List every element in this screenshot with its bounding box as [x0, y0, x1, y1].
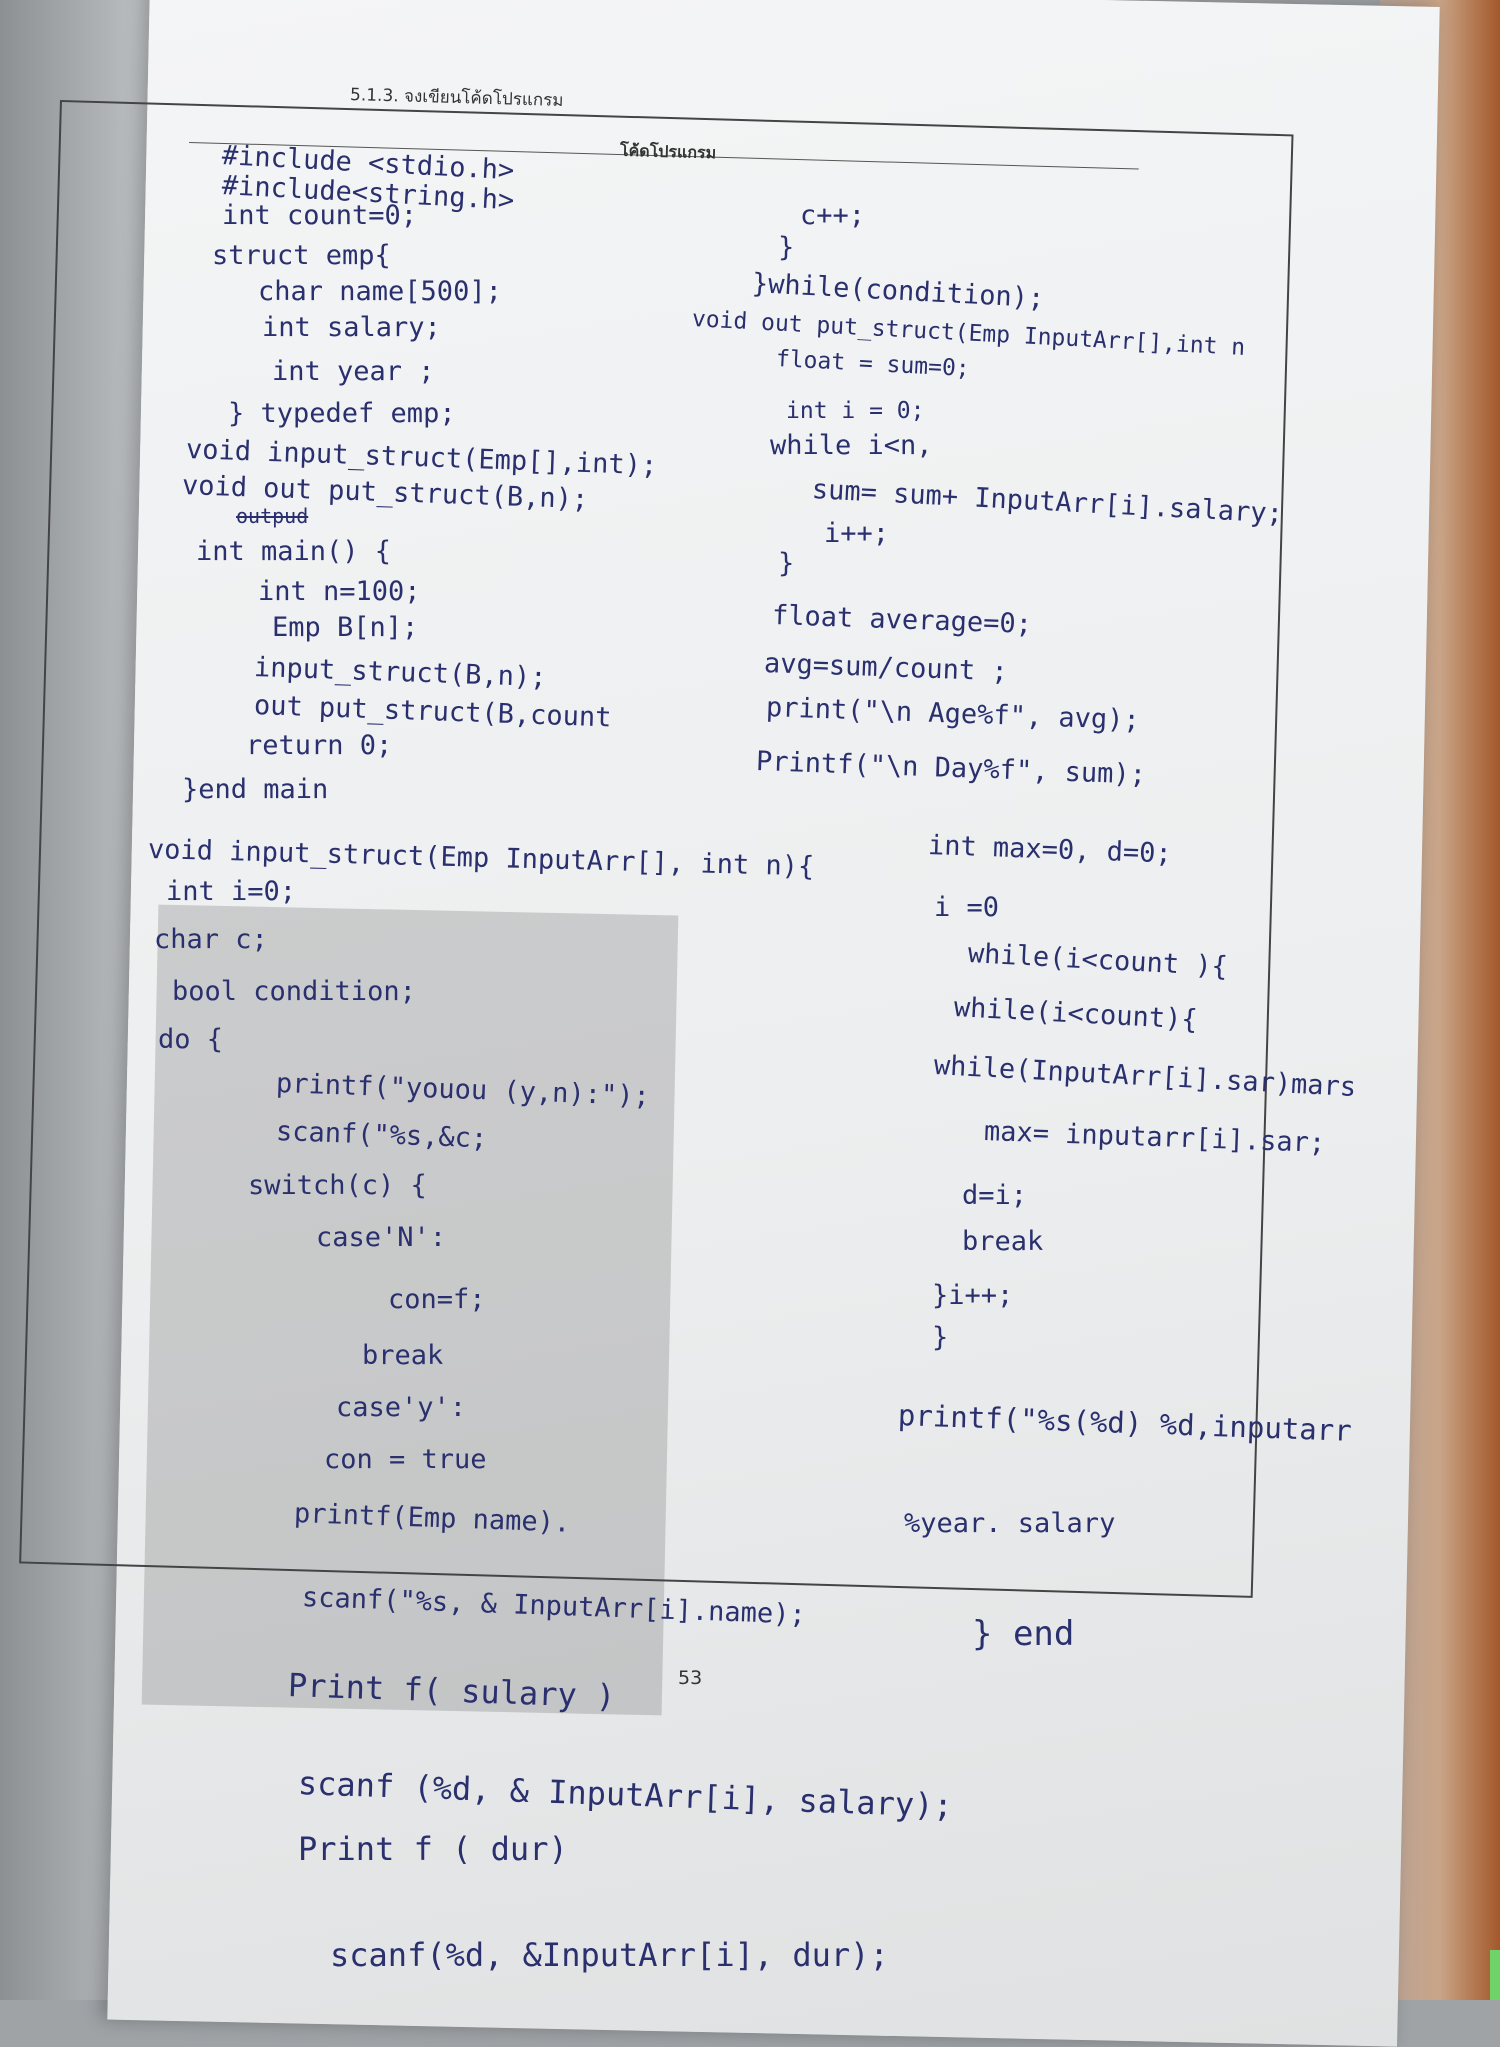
code-line: int main() {	[196, 536, 392, 567]
code-line: break	[962, 1226, 1044, 1257]
code-line: c++;	[800, 200, 866, 231]
code-line: Print f ( dur)	[298, 1830, 568, 1868]
code-line: %year. salary	[904, 1508, 1116, 1539]
code-line: Emp B[n];	[272, 612, 419, 643]
code-line: int n=100;	[258, 576, 421, 607]
code-line: int count=0;	[222, 200, 418, 231]
code-line: con=f;	[388, 1284, 486, 1315]
code-line: struct emp{	[212, 240, 391, 271]
code-line: i =0	[934, 892, 1000, 923]
code-line: break	[362, 1340, 444, 1371]
code-line: }i++;	[932, 1280, 1014, 1311]
crossed-out-word: outpud	[236, 504, 309, 528]
code-line: case'y':	[336, 1392, 467, 1423]
green-light-spot	[1490, 1950, 1500, 2000]
code-line: char name[500];	[258, 276, 502, 307]
code-line: scanf(%d, &InputArr[i], dur);	[330, 1936, 889, 1974]
code-line: i++;	[824, 518, 890, 549]
code-line: switch(c) {	[248, 1170, 427, 1201]
code-line: } typedef emp;	[228, 398, 456, 429]
code-line: } end	[972, 1614, 1075, 1654]
code-line: }	[932, 1322, 949, 1353]
code-line: }end main	[182, 774, 329, 805]
code-line: d=i;	[962, 1180, 1028, 1211]
code-line: con = true	[324, 1444, 487, 1475]
code-line: }	[778, 548, 795, 579]
code-line: }	[778, 232, 795, 263]
code-box-header-label: โค้ดโปรแกรม	[619, 140, 717, 163]
code-line: char c;	[154, 924, 268, 955]
code-line: bool condition;	[172, 976, 416, 1007]
code-line: int year ;	[272, 356, 435, 387]
code-line: return 0;	[246, 730, 393, 761]
code-line: do {	[158, 1024, 224, 1055]
page-number: 53	[678, 1667, 703, 1689]
code-line: int i = 0;	[786, 398, 925, 424]
code-line: while i<n,	[770, 430, 933, 461]
code-line: case'N':	[316, 1222, 447, 1253]
code-line: int i=0;	[166, 876, 297, 907]
code-line: int salary;	[262, 312, 441, 343]
